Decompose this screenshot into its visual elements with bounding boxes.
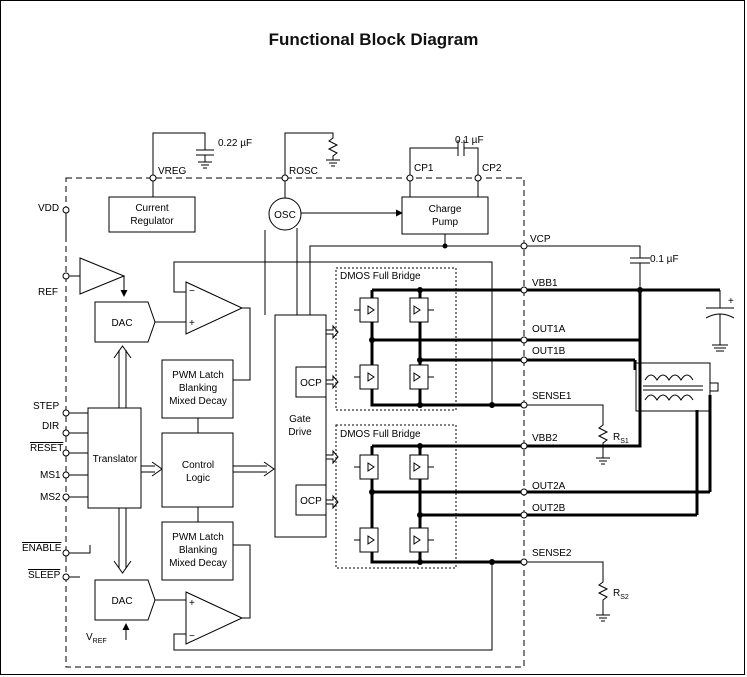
bulk-capacitor [705,290,735,352]
svg-text:Translator: Translator [93,454,138,465]
svg-text:+: + [189,598,195,609]
pin-vcp [520,242,528,250]
current-regulator-block [108,196,196,233]
comparator-bottom [185,591,244,645]
label-reset: RESET [30,443,63,454]
ic-boundary [65,177,525,668]
cap-cp-label: 0.1 µF [455,135,484,146]
svg-text:−: − [189,631,195,642]
label-vdd: VDD [38,203,59,214]
svg-text:Blanking: Blanking [179,383,217,394]
svg-text:OCP: OCP [300,496,322,507]
label-dir: DIR [42,421,59,432]
charge-pump-block [401,196,489,235]
pwm-latch-bottom-block [161,521,234,581]
svg-text:Mixed Decay: Mixed Decay [169,558,227,569]
label-rs1: RS1 [613,432,629,445]
svg-text:0.22 µF: 0.22 µF [218,138,252,149]
gate-drive-outputs [326,324,339,510]
mosfets [354,297,434,553]
ocp-top-block [295,366,327,398]
svg-text:OSC: OSC [274,210,296,221]
svg-text:Charge: Charge [429,204,462,215]
stepper-motor-icon [635,362,719,412]
label-rs2: RS2 [613,588,629,601]
label-enable: ENABLE [22,543,62,554]
svg-text:+: + [728,296,734,307]
svg-text:−: − [189,286,195,297]
pin-cp2 [474,174,482,182]
svg-text:Drive: Drive [288,427,312,438]
pin-vdd [62,206,70,214]
dac-bottom-block [94,579,156,621]
pin-ref [62,272,70,280]
svg-text:Current: Current [135,203,169,214]
translator-block [87,407,142,509]
svg-text:Blanking: Blanking [179,545,217,556]
pwm-latch-top-block [161,359,234,419]
svg-text:DAC: DAC [111,318,132,329]
label-ref: REF [38,287,58,298]
pin-vreg [149,174,157,182]
svg-text:DAC: DAC [111,596,132,607]
dmos-bridge-bottom [335,424,457,569]
label-vref: VREF [86,632,107,645]
label-vbb2: VBB2 [532,433,558,444]
svg-text:+: + [189,318,195,329]
dac-top-block [94,301,156,343]
label-cp1: CP1 [414,163,434,174]
pin-rosc [281,174,289,182]
rs1-resistor [527,404,610,465]
label-sleep: SLEEP [28,570,61,581]
label-sense2: SENSE2 [532,548,572,559]
cap-vreg-label: 0.22 µF [218,138,252,149]
pin-cp1 [406,174,414,182]
label-vcp: VCP [530,234,551,245]
label-rosc: ROSC [289,166,318,177]
comparator-top [185,281,244,335]
label-vreg: VREG [158,166,187,177]
label-out1a: OUT1A [532,324,566,335]
svg-text:PWM Latch: PWM Latch [172,532,224,543]
svg-text:Logic: Logic [186,473,210,484]
svg-text:DMOS Full Bridge: DMOS Full Bridge [340,271,421,282]
dmos-bridge-top [335,267,457,411]
svg-text:Control: Control [182,460,214,471]
svg-text:Gate: Gate [289,414,311,425]
ref-buffer [79,257,126,295]
rs2-resistor [527,561,610,622]
label-sense1: SENSE1 [532,391,572,402]
label-ms2: MS2 [40,492,61,503]
label-out1b: OUT1B [532,346,566,357]
svg-text:DMOS Full Bridge: DMOS Full Bridge [340,429,421,440]
label-out2b: OUT2B [532,503,566,514]
pin-group-right [520,286,528,566]
wire-junctions [369,287,643,565]
label-step: STEP [33,401,59,412]
svg-text:Regulator: Regulator [130,216,174,227]
svg-text:Mixed Decay: Mixed Decay [169,396,227,407]
label-out2a: OUT2A [532,481,566,492]
svg-text:OCP: OCP [300,378,322,389]
label-vbb1: VBB1 [532,278,558,289]
svg-text:PWM Latch: PWM Latch [172,370,224,381]
label-cp2: CP2 [482,163,502,174]
diagram-title: Functional Block Diagram [268,30,479,49]
cap-vcp-label: 0.1 µF [650,254,679,265]
svg-text:Pump: Pump [432,217,459,228]
ocp-bottom-block [295,484,327,516]
pin-group-left [62,409,88,581]
label-ms1: MS1 [40,470,61,481]
